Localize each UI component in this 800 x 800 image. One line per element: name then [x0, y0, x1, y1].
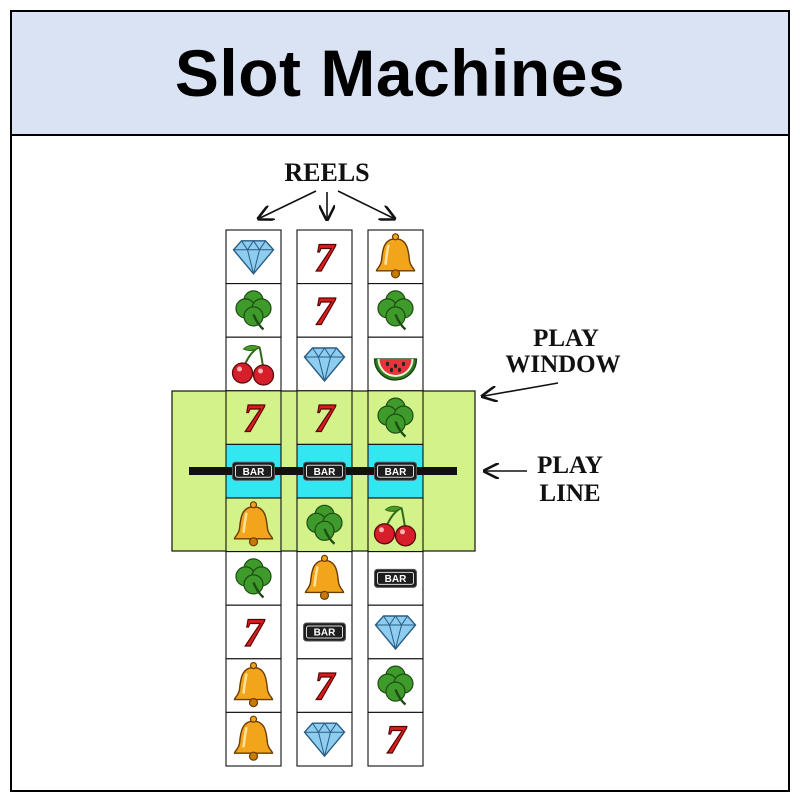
seven-icon: 7: [385, 717, 408, 763]
svg-text:7: 7: [315, 396, 337, 441]
diamond-icon: [374, 615, 417, 651]
reel-cell: [296, 336, 353, 392]
bar-icon: BAR: [374, 568, 417, 588]
reel-cell: [296, 711, 353, 767]
seven-icon: 7: [314, 288, 337, 334]
title-bar: Slot Machines: [12, 12, 788, 136]
reel-arrow-right: [337, 190, 393, 218]
reel-cell: [225, 551, 282, 606]
reel-cell: 7: [225, 604, 282, 660]
svg-text:7: 7: [244, 610, 266, 655]
page-title: Slot Machines: [174, 36, 626, 110]
reel-cell: BAR: [296, 604, 353, 660]
reel-cell: [225, 497, 282, 553]
bar-icon: BAR: [232, 461, 275, 481]
reel-cell: [367, 283, 424, 338]
svg-text:7: 7: [244, 396, 266, 441]
reel-3: BAR 7: [367, 229, 424, 767]
play-window-label-line2: WINDOW: [505, 351, 620, 378]
reel-cell: [367, 229, 424, 285]
clover-icon: [377, 397, 414, 438]
clover-icon: [306, 504, 343, 545]
reel-cell: BAR: [367, 551, 424, 606]
bell-icon: [233, 661, 274, 708]
diamond-icon: [232, 239, 275, 275]
reel-cell: [225, 283, 282, 338]
reel-cell: 7: [296, 658, 353, 713]
reel-cell: 7: [225, 390, 282, 445]
bell-icon: [233, 501, 274, 547]
seven-icon: 7: [314, 395, 337, 441]
reel-cell: [367, 390, 424, 445]
diamond-icon: [303, 722, 346, 758]
reel-arrow-left: [260, 190, 317, 218]
reel-cell: [296, 497, 353, 553]
reel-cell: [225, 229, 282, 285]
bell-icon: [375, 233, 416, 279]
svg-text:7: 7: [386, 717, 408, 762]
diamond-icon: [303, 347, 346, 383]
bell-icon: [304, 554, 345, 601]
reel-1: 77: [225, 229, 282, 767]
reels-label: REELS: [284, 158, 369, 187]
bell-icon: [233, 715, 274, 761]
reel-cell: [367, 658, 424, 713]
bar-icon: BAR: [303, 461, 346, 481]
play-window-arrow: [484, 382, 559, 396]
reel-cell: [367, 336, 424, 392]
seven-icon: 7: [243, 395, 266, 441]
reel-cell: [367, 497, 424, 553]
bar-icon: BAR: [303, 622, 346, 642]
play-line-label-line2: LINE: [539, 480, 600, 507]
clover-icon: [235, 558, 272, 599]
clover-icon: [235, 290, 272, 331]
svg-text:BAR: BAR: [314, 467, 336, 478]
reel-cell: [225, 711, 282, 767]
reel-cell: [296, 551, 353, 606]
cherry-icon: [373, 505, 417, 547]
reel-cell: 7: [296, 229, 353, 285]
cherry-icon: [231, 344, 275, 386]
seven-icon: 7: [243, 609, 266, 655]
reel-cell: [225, 336, 282, 392]
svg-text:BAR: BAR: [385, 467, 407, 478]
clover-icon: [377, 290, 414, 331]
play-line-label-line1: PLAY: [537, 452, 603, 479]
clover-icon: [377, 665, 414, 706]
svg-text:BAR: BAR: [314, 628, 336, 639]
bar-icon: BAR: [374, 461, 417, 481]
reel-cell: 7: [367, 711, 424, 767]
seven-icon: 7: [314, 234, 337, 280]
svg-text:7: 7: [315, 664, 337, 709]
svg-text:7: 7: [315, 235, 337, 280]
seven-icon: 7: [314, 663, 337, 709]
svg-text:BAR: BAR: [385, 574, 407, 585]
svg-text:7: 7: [315, 288, 337, 333]
reel-cell: [367, 604, 424, 660]
svg-text:BAR: BAR: [243, 467, 265, 478]
play-window-label-line1: PLAY: [533, 325, 599, 352]
reel-cell: 7: [296, 283, 353, 338]
reel-cell: 7: [296, 390, 353, 445]
watermelon-icon: [373, 358, 418, 381]
reel-cell: [225, 658, 282, 713]
reels-arrows: [260, 190, 393, 218]
